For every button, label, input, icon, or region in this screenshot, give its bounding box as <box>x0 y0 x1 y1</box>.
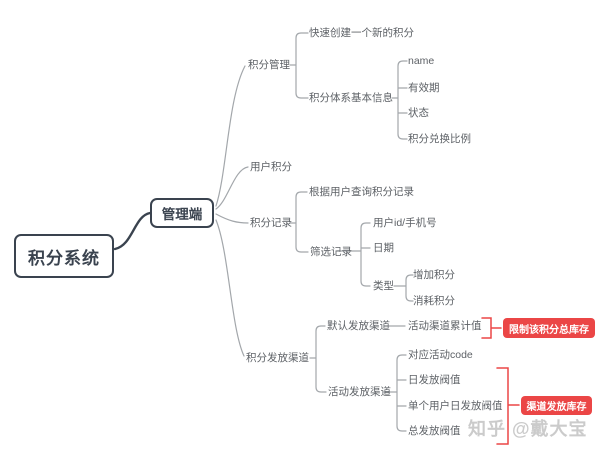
node-status[interactable]: 状态 <box>408 107 429 119</box>
node-validity-period[interactable]: 有效期 <box>408 82 440 94</box>
node-activity-channel-cumulative[interactable]: 活动渠道累计值 <box>408 320 482 332</box>
node-date[interactable]: 日期 <box>373 242 394 254</box>
node-system-basic-info[interactable]: 积分体系基本信息 <box>309 92 393 104</box>
node-user-id-phone[interactable]: 用户id/手机号 <box>373 217 437 229</box>
node-points-records[interactable]: 积分记录 <box>250 217 292 229</box>
annotation-channel-stock[interactable]: 渠道发放库存 <box>521 396 592 415</box>
node-hub[interactable]: 管理端 <box>150 198 214 228</box>
node-name[interactable]: name <box>408 55 435 67</box>
node-default-channel[interactable]: 默认发放渠道 <box>327 320 390 332</box>
node-add-points[interactable]: 增加积分 <box>413 269 455 281</box>
node-exchange-ratio[interactable]: 积分兑换比例 <box>408 133 471 145</box>
node-user-points[interactable]: 用户积分 <box>250 161 292 173</box>
node-activity-code[interactable]: 对应活动code <box>408 349 473 361</box>
node-consume-points[interactable]: 消耗积分 <box>413 295 455 307</box>
annotation-bracket-lines <box>481 317 520 445</box>
node-root[interactable]: 积分系统 <box>14 234 114 278</box>
node-query-by-user[interactable]: 根据用户查询积分记录 <box>309 186 414 198</box>
annotation-total-stock-limit[interactable]: 限制该积分总库存 <box>503 318 595 338</box>
node-total-threshold[interactable]: 总发放阀值 <box>408 425 461 437</box>
node-daily-threshold[interactable]: 日发放阀值 <box>408 374 461 386</box>
node-type[interactable]: 类型 <box>373 280 394 292</box>
node-filter-records[interactable]: 筛选记录 <box>310 246 352 258</box>
watermark: 知乎 @戴大宝 <box>468 419 588 439</box>
node-activity-channel[interactable]: 活动发放渠道 <box>328 386 391 398</box>
node-user-daily-threshold[interactable]: 单个用户日发放阀值 <box>408 400 503 412</box>
node-distribution-channels[interactable]: 积分发放渠道 <box>246 352 309 364</box>
node-quick-create[interactable]: 快速创建一个新的积分 <box>309 27 414 39</box>
node-points-management[interactable]: 积分管理 <box>248 59 290 71</box>
